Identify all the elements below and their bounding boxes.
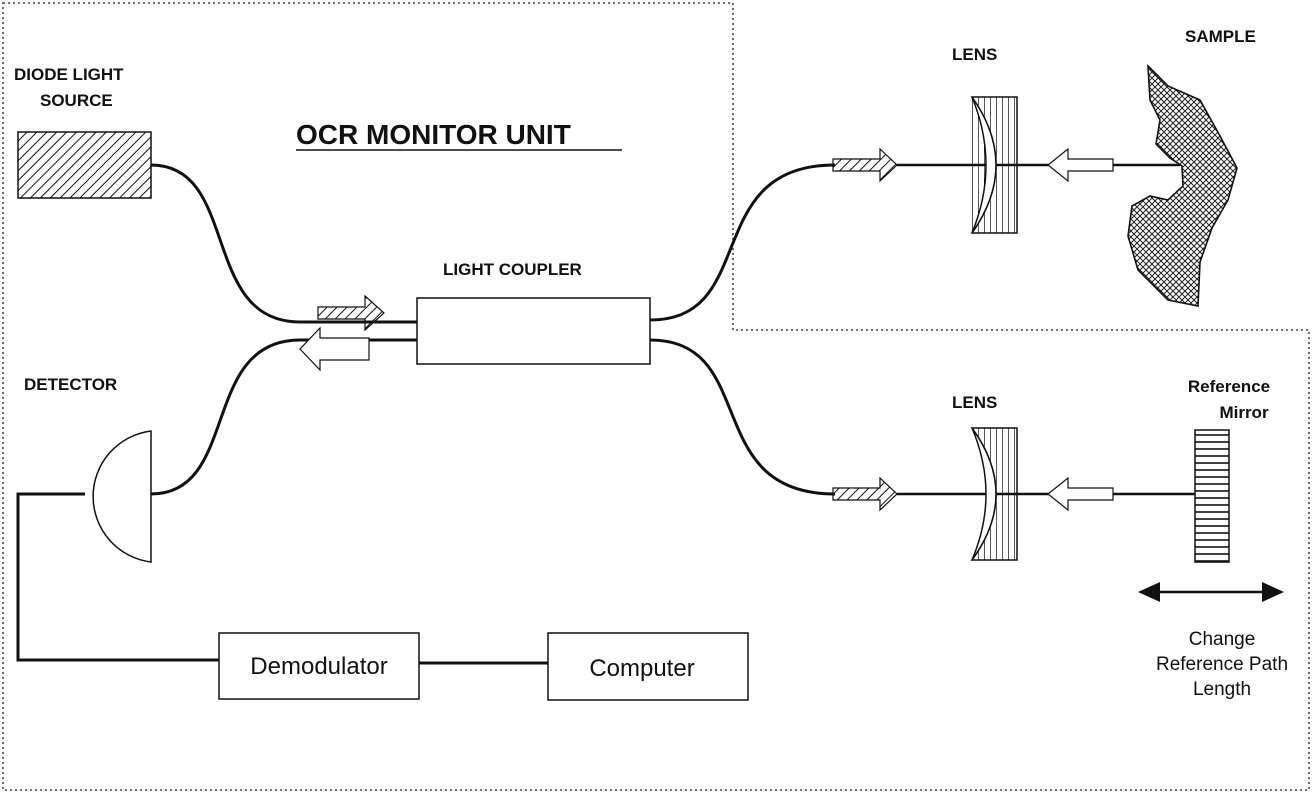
reference-return-arrow: [1047, 476, 1114, 512]
forward-arrow-hatched: [317, 294, 385, 332]
sample-arm-forward-arrow: [832, 147, 898, 183]
demodulator-box: [218, 632, 420, 700]
diode-source-label-line2: SOURCE: [40, 91, 113, 110]
light-coupler: [416, 297, 651, 365]
reference-mirror-label-line2: Mirror: [1219, 403, 1269, 422]
double-arrow-left-head: [1138, 582, 1160, 602]
sample-lens-face: [971, 96, 997, 234]
detector-to-demodulator-wire: [16, 492, 219, 662]
reference-lens-label: LENS: [952, 393, 997, 412]
demodulator-label: Demodulator: [250, 653, 387, 680]
sample-lens-label: LENS: [952, 45, 997, 64]
change-path-label-line2: Reference Path: [1156, 654, 1288, 675]
reference-mirror: [1194, 429, 1230, 563]
light-coupler-label: LIGHT COUPLER: [443, 260, 582, 279]
change-path-label-line1: Change: [1189, 629, 1256, 650]
computer-label: Computer: [589, 655, 694, 682]
sample-return-arrow: [1047, 147, 1114, 183]
detector: [92, 430, 152, 563]
fiber-coupler-to-reference-arm: [649, 338, 836, 496]
reference-arm-forward-arrow: [832, 476, 898, 512]
change-path-label-line3: Length: [1193, 679, 1251, 700]
diode-source-label-line1: DIODE LIGHT: [14, 65, 124, 84]
unit-title: OCR MONITOR UNIT: [296, 119, 571, 150]
fiber-coupler-to-detector: [150, 338, 417, 496]
sample-specimen: [1127, 63, 1238, 307]
reference-mirror-label-line1: Reference: [1188, 377, 1270, 396]
diode-light-source: [17, 131, 152, 199]
reference-lens-face: [971, 427, 997, 561]
fiber-coupler-to-sample-arm: [649, 163, 836, 322]
return-arrow-outline: [299, 326, 370, 372]
computer-box: [547, 632, 749, 701]
sample-label: SAMPLE: [1185, 27, 1256, 46]
double-arrow-right-head: [1262, 582, 1284, 602]
fiber-source-to-coupler: [150, 163, 417, 324]
detector-label: DETECTOR: [24, 375, 117, 394]
